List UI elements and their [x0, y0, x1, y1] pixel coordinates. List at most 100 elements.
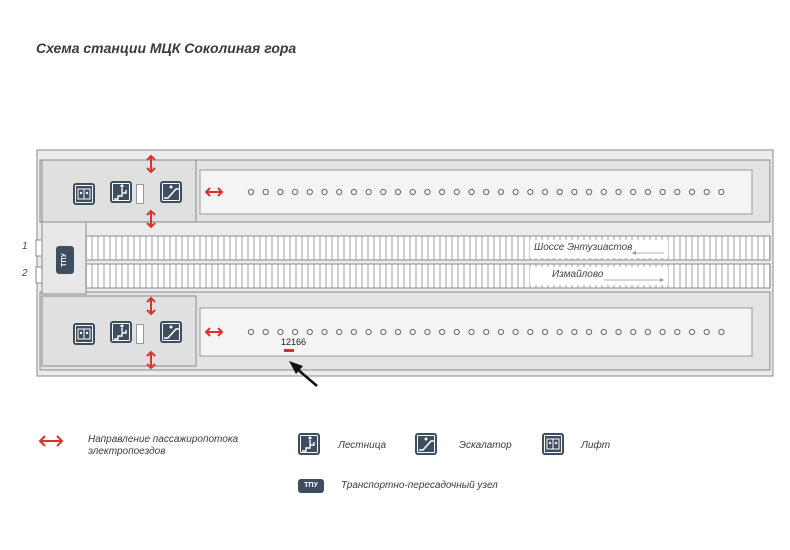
track-1-number: 1: [22, 241, 28, 252]
column-dot: [453, 188, 460, 196]
legend-stairs-icon: [298, 433, 320, 455]
column-dot: [512, 188, 519, 196]
flow-arrow-lower-bottom: [146, 350, 156, 370]
column-dot: [394, 188, 402, 196]
column-dot: [365, 328, 372, 336]
column-dot: [497, 188, 504, 196]
column-dot: [541, 188, 549, 196]
column-dot: [468, 188, 475, 196]
column-dot: [688, 188, 696, 196]
column-dot: [380, 188, 387, 196]
column-dot: [439, 328, 446, 336]
marker-bar: [284, 349, 294, 352]
stairs-icon: [110, 321, 132, 343]
legend-elevator-icon: [542, 433, 564, 455]
column-dot: [497, 328, 504, 336]
column-dot: [571, 328, 578, 336]
column-dot: [527, 328, 534, 336]
flow-arrow-upper-bottom: [146, 209, 156, 229]
elevator-icon: [73, 183, 95, 205]
column-dot: [615, 188, 622, 196]
column-dot: [292, 188, 299, 196]
marker-label: 12166: [281, 337, 307, 347]
column-dot: [541, 328, 549, 336]
column-dot: [703, 188, 710, 196]
legend-flow-arrow: [38, 435, 64, 447]
turnstile-icon: [136, 184, 144, 204]
column-dot: [644, 188, 652, 196]
column-dot: [527, 188, 534, 196]
lower-platform-dots: [247, 328, 725, 336]
column-dot: [718, 328, 725, 336]
column-dot: [394, 328, 402, 336]
tpu-map-label: ТПУ: [60, 253, 68, 267]
legend-escalator: Эскалатор: [459, 440, 512, 451]
column-dot: [453, 328, 460, 336]
column-dot: [659, 188, 666, 196]
column-dot: [512, 328, 519, 336]
column-dot: [659, 328, 666, 336]
column-dot: [350, 188, 357, 196]
column-dot: [600, 328, 607, 336]
column-dot: [277, 328, 284, 336]
column-dot: [718, 188, 725, 196]
upper-platform-dots: [247, 188, 725, 196]
column-dot: [277, 188, 284, 196]
pointer-arrow-icon: [289, 361, 318, 387]
column-dot: [321, 328, 328, 336]
legend-tpu: Транспортно-пересадочный узел: [341, 480, 498, 491]
legend-elevator: Лифт: [581, 440, 611, 451]
column-dot: [321, 188, 328, 196]
column-dot: [556, 328, 563, 336]
track-1-direction: Шоссе Энтузиастов: [534, 242, 633, 253]
flow-arrow-upper-top: [146, 154, 156, 174]
tpu-map-badge: ТПУ: [56, 246, 74, 274]
column-dot: [483, 188, 490, 196]
column-dot: [703, 328, 710, 336]
legend-tpu-badge: ТПУ: [298, 479, 324, 493]
column-dot: [571, 188, 578, 196]
escalator-icon: [160, 181, 182, 203]
column-dot: [586, 328, 593, 336]
column-dot: [615, 328, 622, 336]
column-dot: [336, 188, 343, 196]
column-dot: [247, 188, 255, 196]
column-dot: [644, 328, 652, 336]
column-dot: [409, 188, 416, 196]
column-dot: [586, 188, 593, 196]
column-dot: [380, 328, 387, 336]
track-2-label-box: [530, 267, 668, 285]
column-dot: [439, 188, 446, 196]
flow-arrow-upper-horizontal: [204, 187, 224, 197]
column-dot: [306, 328, 313, 336]
column-dot: [674, 328, 681, 336]
column-dot: [350, 328, 357, 336]
column-dot: [556, 188, 563, 196]
turnstile-icon: [136, 324, 144, 344]
escalator-icon: [160, 321, 182, 343]
column-dot: [688, 328, 696, 336]
legend-stairs: Лестница: [338, 440, 387, 451]
column-dot: [306, 188, 313, 196]
column-dot: [424, 328, 431, 336]
legend-escalator-icon: [415, 433, 437, 455]
stairs-icon: [110, 181, 132, 203]
track-2-direction: Измайлово: [552, 269, 604, 280]
column-dot: [292, 328, 299, 336]
column-dot: [600, 188, 607, 196]
page-title: Схема станции МЦК Соколиная гора: [36, 40, 297, 56]
flow-arrow-lower-top: [146, 296, 156, 316]
column-dot: [247, 328, 255, 336]
column-dot: [483, 328, 490, 336]
column-dot: [365, 188, 372, 196]
legend-passenger-flow: Направление пассажиропотока электропоезд…: [88, 434, 239, 457]
column-dot: [262, 328, 269, 336]
column-dot: [674, 188, 681, 196]
column-dot: [262, 188, 269, 196]
track-2-number: 2: [22, 268, 28, 279]
elevator-icon: [73, 323, 95, 345]
column-dot: [336, 328, 343, 336]
column-dot: [630, 188, 637, 196]
column-dot: [424, 188, 431, 196]
column-dot: [409, 328, 416, 336]
